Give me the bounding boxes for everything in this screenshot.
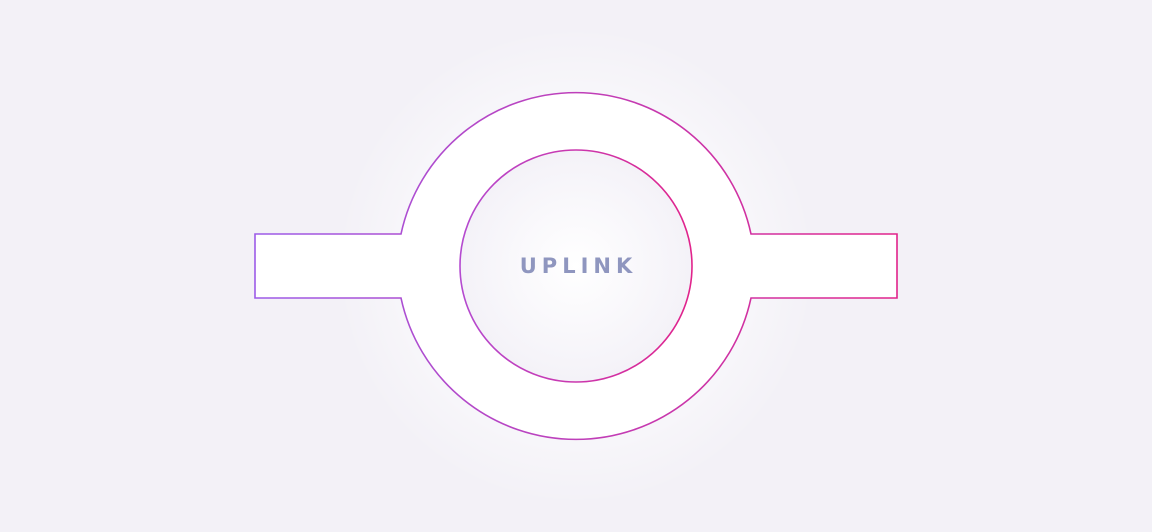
logo-inner-circle xyxy=(459,149,693,383)
logo-wordmark: UPLINK xyxy=(519,254,638,278)
